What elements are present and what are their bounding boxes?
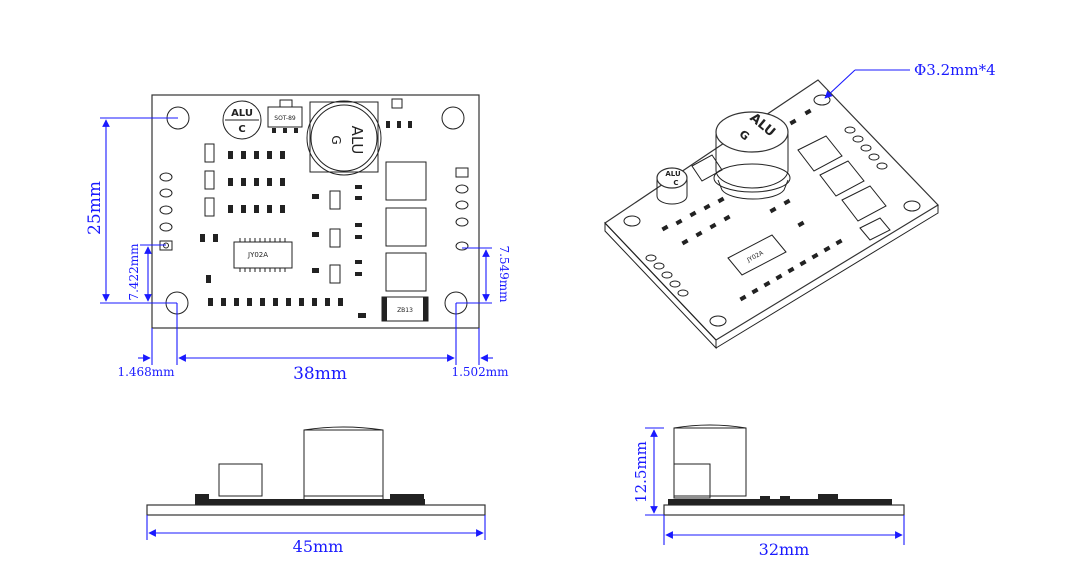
diode-label: ZB13 xyxy=(397,307,413,314)
dim-width-38mm: 38mm xyxy=(293,364,347,384)
inductor-top-label: ALU xyxy=(348,126,366,155)
sot23-column-left xyxy=(204,143,215,217)
diode-top: ZB13 xyxy=(381,296,429,322)
dim-height-12-5mm: 12.5mm xyxy=(632,441,650,503)
transistor-sot89: SOT-89 xyxy=(267,99,303,133)
iso-inductor: ALU G xyxy=(713,110,791,200)
side-long-board xyxy=(146,504,486,516)
top-view: ALU C SOT-89 ALU G xyxy=(85,94,511,384)
sot23-column-middle xyxy=(312,185,362,284)
dimension-left-hole: 7.422mm xyxy=(127,243,166,302)
iso-hole-4 xyxy=(709,315,727,327)
top-view-board xyxy=(151,94,480,329)
iso-small-parts xyxy=(661,108,843,302)
iso-cap-bottom-label: C xyxy=(673,179,678,187)
side-long-cap xyxy=(218,463,263,497)
iso-transistor xyxy=(691,154,723,182)
iso-hole-3 xyxy=(903,200,921,212)
capacitor-bottom-label: C xyxy=(238,124,245,135)
mounting-hole-top-right xyxy=(441,106,465,130)
capacitor-top-view: ALU C xyxy=(222,100,262,140)
dimension-width-38: 38mm 1.468mm 1.502mm xyxy=(117,303,509,384)
side-short-cap xyxy=(673,463,711,499)
inductor-top-view: ALU G xyxy=(306,100,382,176)
iso-mosfets xyxy=(797,135,891,241)
dim-right-hole-7549: 7.549mm xyxy=(497,245,511,303)
dimension-height-top: 25mm xyxy=(85,117,178,304)
iso-hole-note: Φ3.2mm*4 xyxy=(824,61,996,99)
dim-right-offset: 1.502mm xyxy=(451,365,509,379)
iso-cap-top-label: ALU xyxy=(665,170,681,178)
iso-hole-2 xyxy=(813,94,831,106)
left-pin-header xyxy=(159,172,173,251)
isometric-view: ALU G ALU C JY02A xyxy=(604,61,996,350)
dim-left-offset: 1.468mm xyxy=(117,365,175,379)
side-view-long: 45mm xyxy=(146,426,486,556)
dim-left-hole-7422: 7.422mm xyxy=(127,243,141,301)
dim-height-25mm: 25mm xyxy=(85,181,105,235)
bottom-resistor-row xyxy=(208,298,366,318)
transistor-label: SOT-89 xyxy=(274,115,296,122)
resistor-rows xyxy=(200,151,285,283)
side-view-short: 12.5mm 32mm xyxy=(632,424,905,559)
iso-hole-1 xyxy=(623,215,641,227)
ic-jy02a-top: JY02A xyxy=(233,238,293,272)
iso-pin-row-right xyxy=(844,126,888,170)
dim-width-32mm: 32mm xyxy=(759,540,810,559)
inductor-bottom-label: G xyxy=(329,135,343,144)
iso-capacitor: ALU C xyxy=(656,167,688,205)
mosfet-packages-top xyxy=(385,161,427,292)
right-pin-header xyxy=(455,167,469,251)
dimension-right-hole: 7.549mm xyxy=(456,245,511,304)
side-short-board xyxy=(663,504,905,516)
capacitor-top-label: ALU xyxy=(231,108,253,119)
ic-label-top: JY02A xyxy=(247,251,268,259)
side-long-inductor xyxy=(303,429,384,497)
iso-pin-row-left xyxy=(645,254,689,297)
hole-diameter-note: Φ3.2mm*4 xyxy=(914,61,996,79)
dim-width-45mm: 45mm xyxy=(293,537,344,556)
